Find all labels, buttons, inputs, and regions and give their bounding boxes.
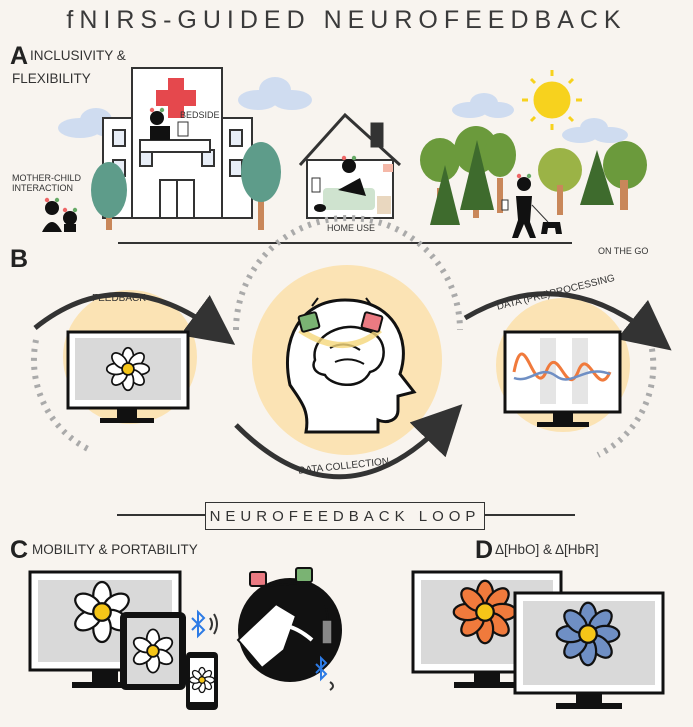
- tree-icon: [603, 141, 647, 210]
- panel-c-heading: MOBILITY & PORTABILITY: [32, 542, 198, 557]
- loop-dashed-arc-right: [596, 339, 657, 458]
- collection-arrow: [234, 404, 463, 480]
- tree-icon: [538, 148, 582, 215]
- tree-icon: [91, 162, 127, 230]
- tablet-icon: [120, 612, 186, 690]
- loop-dashed-arc-left: [31, 339, 92, 453]
- panel-c-devices: [28, 567, 342, 710]
- cloud-icon: [238, 77, 312, 110]
- bed-patient-icon: [139, 107, 211, 153]
- label-on-the-go: ON THE GO: [598, 246, 649, 256]
- label-mother-child-line1: MOTHER-CHILD: [12, 173, 81, 183]
- monitor-icon: [513, 591, 665, 709]
- fnirs-headset-icon: [236, 567, 342, 682]
- monitor-icon: [66, 330, 190, 423]
- phone-icon: [186, 652, 218, 710]
- monitor-icon: [503, 330, 622, 427]
- mother-child-icon: [42, 197, 78, 232]
- page-title: fNIRS-GUIDED NEUROFEEDBACK: [66, 6, 627, 34]
- home-furniture: [311, 155, 393, 214]
- label-home-use: HOME USE: [327, 223, 376, 233]
- panel-d-letter: D: [475, 536, 494, 564]
- panel-b-letter: B: [10, 245, 29, 273]
- tree-icon: [430, 165, 460, 225]
- fnirs-headset-icon: [297, 297, 384, 333]
- panel-c-letter: C: [10, 536, 29, 564]
- sun-icon: [522, 70, 582, 130]
- bluetooth-icon: [315, 655, 334, 691]
- processing-arrow: [463, 291, 672, 351]
- walker-with-dog-icon: [501, 173, 562, 238]
- loop-dashed-arc-top: [233, 215, 463, 331]
- cloud-icon: [562, 118, 628, 143]
- panel-b-loop: [31, 215, 672, 516]
- panel-a-letter: A: [10, 42, 29, 70]
- feedback-arrow: [33, 292, 236, 345]
- neurofeedback-loop-label: NEUROFEEDBACK LOOP: [205, 502, 485, 530]
- label-feedback: FEEDBACK: [92, 293, 146, 304]
- tree-icon: [241, 142, 281, 230]
- label-mother-child-line2: INTERACTION: [12, 183, 74, 193]
- panel-d-heading: Δ[HbO] & Δ[HbR]: [495, 542, 599, 557]
- forest-trees: [420, 126, 647, 225]
- tree-icon: [580, 150, 614, 205]
- panel-d-monitors: [411, 570, 665, 709]
- label-bedside: BEDSIDE: [180, 110, 220, 120]
- head-brain-icon: [285, 298, 417, 434]
- tree-icon: [484, 133, 516, 213]
- tree-icon: [460, 140, 494, 210]
- cloud-icon: [452, 93, 514, 118]
- hospital-cross-icon: [156, 78, 196, 118]
- panel-a-heading-line1: INCLUSIVITY &: [30, 48, 126, 63]
- panel-a-heading-line2: FLEXIBILITY: [12, 71, 91, 86]
- panel-a-scene: [42, 67, 647, 244]
- bluetooth-icon: [191, 609, 218, 639]
